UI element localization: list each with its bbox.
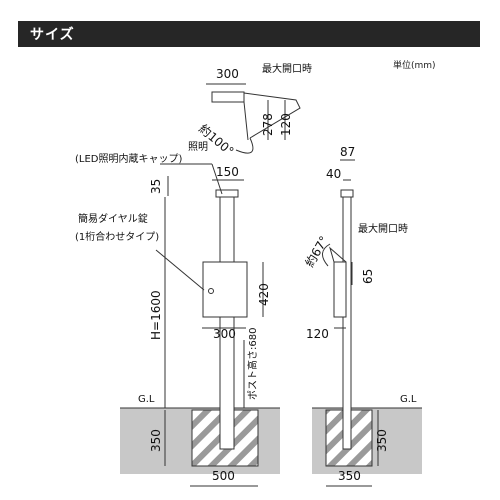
dim-cap-150: 150 — [216, 165, 239, 179]
angle-arc-front — [235, 137, 254, 154]
label-height: H=1600 — [149, 290, 163, 340]
side-post — [342, 196, 352, 450]
dim-box-300: 300 — [213, 327, 236, 341]
side-lid — [329, 246, 347, 263]
dim-side-87: 87 — [340, 145, 355, 159]
label-gl-right: G.L — [400, 394, 417, 405]
front-cap — [215, 189, 239, 198]
dim-side-120: 120 — [306, 327, 329, 341]
dim-top-278: 278 — [261, 113, 275, 136]
section-title: サイズ — [30, 27, 75, 43]
label-lock: 簡易ダイヤル錠 — [78, 212, 148, 225]
front-post — [219, 196, 235, 450]
dim-base-350: 350 — [338, 469, 361, 483]
header-bar: サイズ — [18, 21, 480, 47]
side-cap — [340, 189, 354, 198]
label-lock-sub: (1桁合わせタイプ) — [75, 230, 159, 243]
top-mailbox — [211, 91, 245, 103]
label-max-open: 最大開口時 — [262, 62, 312, 75]
dim-side-40: 40 — [326, 167, 341, 181]
dim-ground-350-right: 350 — [375, 429, 389, 452]
dim-ground-350-left: 350 — [149, 429, 163, 452]
unit-note: 単位(mm) — [393, 61, 436, 71]
dim-base-500: 500 — [212, 469, 235, 483]
dim-cap-35: 35 — [149, 179, 163, 194]
label-post-height: ポスト高さ:680 — [246, 328, 259, 400]
lock-dial — [208, 288, 214, 294]
dim-top-120: 120 — [279, 113, 293, 136]
lid-open — [243, 92, 301, 139]
label-max-open-side: 最大開口時 — [358, 222, 408, 235]
side-mailbox — [333, 261, 347, 318]
label-gl-left: G.L — [138, 394, 155, 405]
label-lighting-sub: (LED照明内蔵キャップ) — [75, 152, 182, 165]
angle-arc-side — [322, 243, 331, 267]
dim-side-65: 65 — [361, 269, 375, 284]
label-lighting: 照明 — [188, 141, 208, 153]
dim-box-420: 420 — [257, 283, 271, 306]
dim-top-300: 300 — [216, 67, 239, 81]
